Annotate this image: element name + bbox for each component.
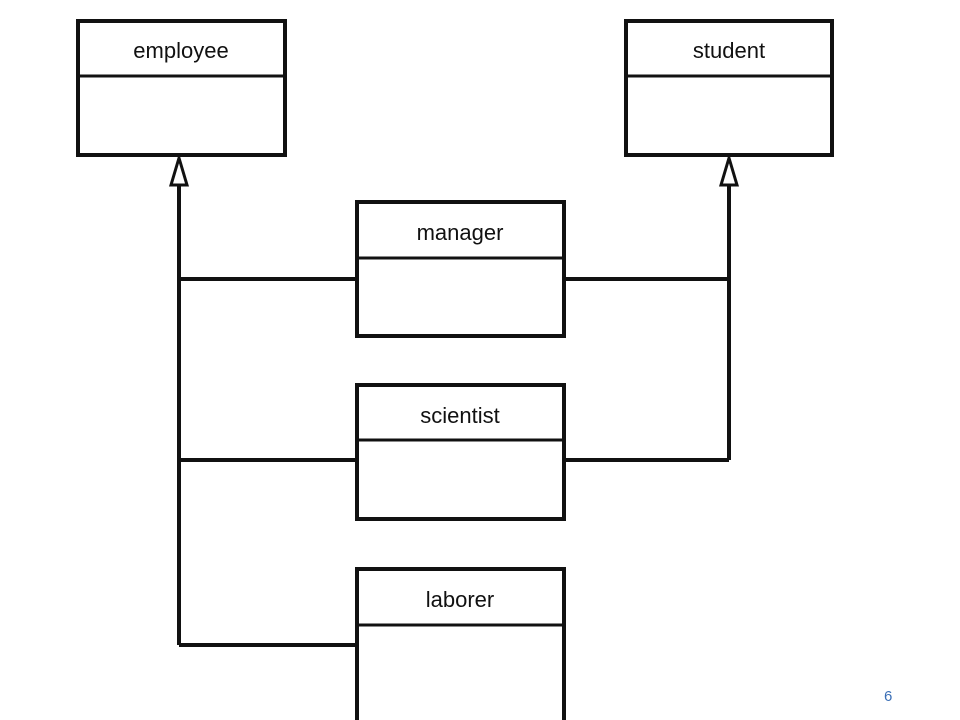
class-box-scientist-frame <box>355 383 566 521</box>
class-box-laborer-frame <box>355 567 566 720</box>
class-box-employee: employee <box>76 19 287 157</box>
employee-generalization-arrowhead <box>168 152 190 187</box>
student-generalization-arrowhead <box>718 152 740 187</box>
class-name-manager: manager <box>417 220 504 245</box>
class-box-manager-frame <box>355 200 566 338</box>
class-name-student: student <box>693 38 765 63</box>
connectors <box>177 185 731 647</box>
class-box-manager: manager <box>355 200 566 338</box>
class-name-scientist: scientist <box>420 403 499 428</box>
class-name-laborer: laborer <box>426 587 494 612</box>
class-box-student: student <box>624 19 834 157</box>
class-box-laborer: laborer <box>355 567 566 720</box>
class-box-student-frame <box>624 19 834 157</box>
class-box-scientist: scientist <box>355 383 566 521</box>
class-name-employee: employee <box>133 38 228 63</box>
class-box-employee-frame <box>76 19 287 157</box>
slide-page-number: 6 <box>884 688 893 705</box>
